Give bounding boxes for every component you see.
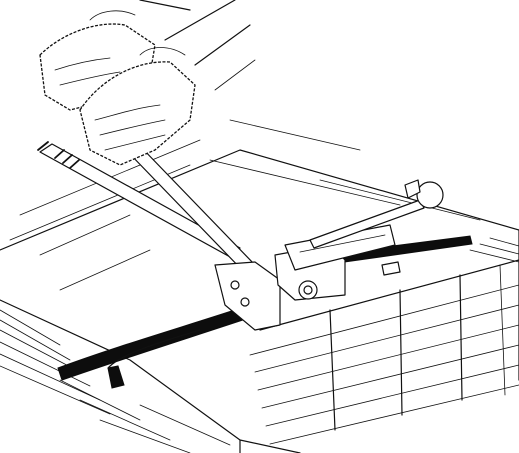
right-face-blocks	[249, 259, 519, 445]
top-sheet-lines	[9, 119, 481, 291]
tension-lever	[309, 199, 425, 249]
tensioner-tool	[37, 141, 444, 331]
tool-body	[214, 261, 281, 331]
gloved-hands	[39, 0, 256, 166]
bolt-icon	[240, 297, 250, 307]
right-glove	[79, 61, 196, 166]
handle-grip	[37, 141, 80, 169]
stacked-bundle	[0, 119, 519, 453]
right-end-sheets	[469, 237, 519, 263]
bolt-icon	[230, 280, 240, 290]
lever-knob	[416, 181, 444, 209]
